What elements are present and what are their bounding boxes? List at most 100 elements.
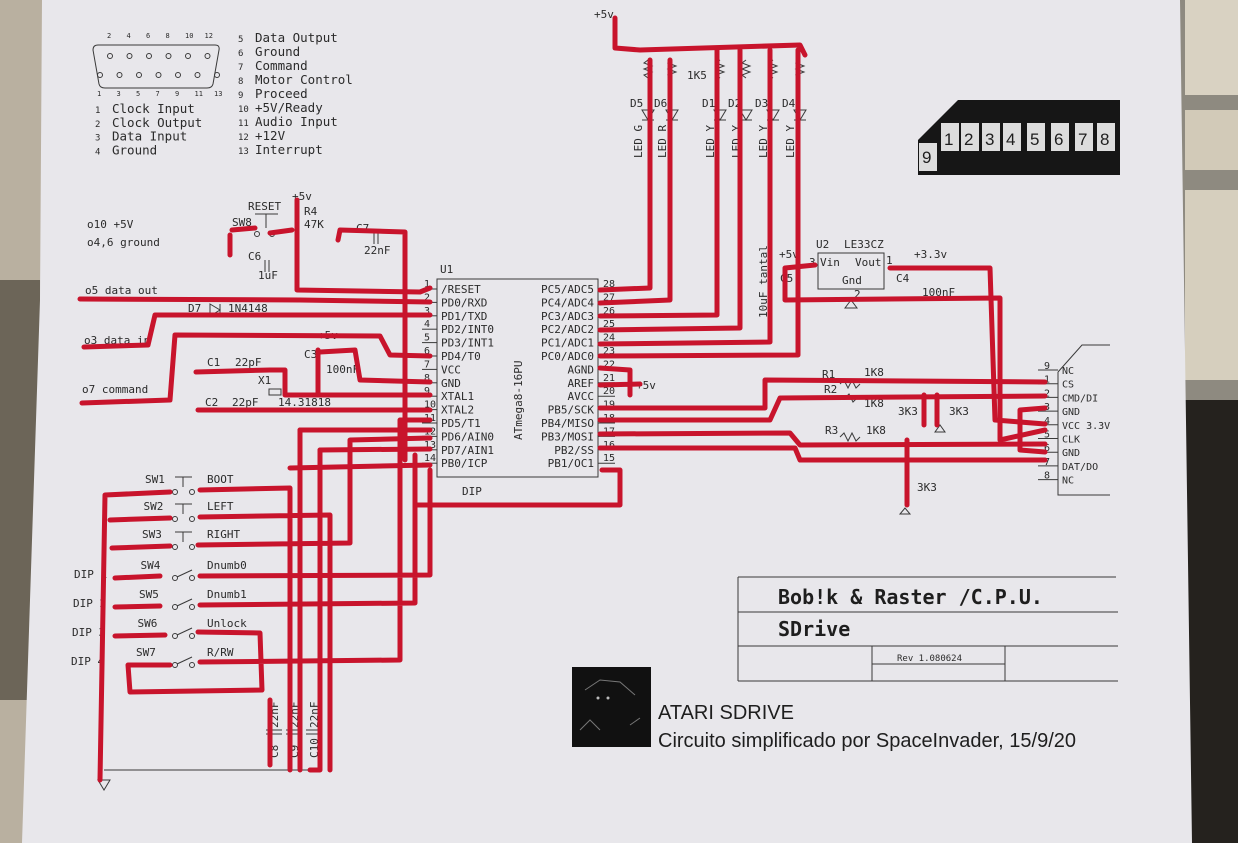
led-label: LED Y	[757, 125, 770, 158]
switch-ref: SW1	[145, 473, 165, 486]
atari-port-pin	[941, 123, 959, 151]
notes: o10 +5V o4,6 ground o5 data out o3 data …	[82, 218, 160, 396]
switch-contact	[189, 575, 195, 581]
switch-label: Dnumb0	[207, 559, 247, 572]
u1-pin-label: PC3/ADC3	[541, 310, 594, 323]
led-resistor	[642, 59, 654, 79]
dip-label: DIP 4	[71, 655, 104, 668]
atari-port-pin-number: 2	[964, 130, 973, 149]
pulldown-value: 3K3	[917, 481, 937, 494]
footer-title: ATARI SDRIVE	[658, 702, 794, 724]
switch-contact	[189, 633, 195, 639]
u1-pin-label: PB3/MOSI	[541, 430, 594, 443]
dip-switch-icon	[176, 627, 193, 636]
u1-pin-number: 7	[424, 359, 430, 370]
u1-pin-number: 25	[603, 319, 615, 330]
sd-pin-number: 9	[1044, 361, 1050, 372]
u1-pin-label: PD5/T1	[441, 417, 481, 430]
space-invader-logo	[572, 667, 651, 747]
legend-bottom-pin-number: 5	[136, 90, 140, 98]
legend-pin-number: 12	[238, 133, 249, 143]
u1-pin-label: PB5/SCK	[548, 404, 595, 417]
sd-pin-label: CMD/DI	[1062, 393, 1098, 404]
c7-value: 22nF	[364, 244, 391, 257]
led-vcc: +5v	[594, 8, 614, 21]
title-block: Bob!k & Raster /C.P.U. SDrive Rev 1.0806…	[737, 576, 1118, 682]
u2-ref: U2	[816, 238, 829, 251]
u1-pin-label: AREF	[568, 377, 595, 390]
led-ref: D5	[630, 97, 643, 110]
sd-pin-number: 6	[1044, 443, 1050, 454]
connector-outline	[92, 44, 220, 89]
legend-pin-label: +12V	[255, 128, 286, 143]
u1-package: DIP	[462, 485, 482, 498]
legend-pin-label: Data Input	[112, 129, 187, 144]
u1-pin-label: PC1/ADC1	[541, 337, 594, 350]
u1-pin-label: XTAL1	[441, 390, 474, 403]
r3-label: R3	[825, 424, 838, 437]
u1-pin-label: PB2/SS	[554, 444, 594, 457]
u1-pin-label: PC2/ADC2	[541, 323, 594, 336]
atari-port-pin	[1051, 123, 1069, 151]
switch-contact	[172, 575, 178, 581]
switch-contact	[189, 544, 195, 550]
atari-port-pin	[919, 143, 937, 171]
sd-pin-label: VCC 3.3V	[1062, 421, 1110, 432]
legend-pin-number: 4	[95, 147, 100, 157]
atari-port-pin-number: 1	[944, 130, 953, 149]
switch-label: R/RW	[207, 646, 234, 659]
pushbutton-icon	[175, 476, 192, 487]
legend-bottom-pin-number: 1	[97, 90, 101, 98]
legend-pin-hole	[175, 72, 181, 78]
legend-bottom-pin-number: 11	[195, 90, 203, 98]
switch-contact	[172, 633, 178, 639]
u1-pin-number: 1	[424, 279, 430, 290]
keyboard-key	[1185, 190, 1238, 380]
r4-label: R4	[304, 205, 318, 218]
legend-pin-number: 5	[238, 35, 243, 45]
r1-value: 1K8	[864, 366, 884, 379]
sd-pin-label: CLK	[1062, 435, 1080, 446]
u2-vout: Vout	[855, 256, 882, 269]
u1-pin-label: PC0/ADC0	[541, 350, 594, 363]
u2-vout-supply: +3.3v	[914, 248, 947, 261]
sd-pin-number: 8	[1044, 471, 1050, 482]
dip-label: DIP 1	[74, 568, 107, 581]
legend-bottom-pin-number: 13	[214, 90, 222, 98]
u1-pin-number: 3	[424, 306, 430, 317]
u1-pin-label: PC5/ADC5	[541, 283, 594, 296]
switch-ref: SW2	[144, 500, 164, 513]
r2-value: 1K8	[864, 397, 884, 410]
dip-label: DIP 3	[72, 626, 105, 639]
legend-pin-number: 3	[95, 134, 100, 144]
legend-pin-hole	[155, 72, 162, 78]
u1-ref: U1	[440, 263, 453, 276]
atari-port-pin	[1097, 123, 1115, 151]
u1-pin-number: 5	[424, 333, 430, 344]
u1-pin-label: PD6/AIN0	[441, 430, 494, 443]
sd-pin-label: DAT/DO	[1062, 462, 1098, 473]
atari-port-pin	[961, 123, 979, 151]
u2-gnd: Gnd	[842, 274, 862, 287]
led-label: LED R	[656, 125, 669, 158]
legend-pin-label: Motor Control	[255, 72, 353, 87]
crystal-circuit: C1 22pF C2 22pF X1 14.31818 C3 100nF +5v	[205, 329, 359, 409]
switch-contact	[172, 516, 178, 522]
atari-port-pin	[1003, 123, 1021, 151]
legend-pin-hole	[214, 72, 220, 78]
sd-pin-number: 4	[1044, 416, 1050, 427]
u1-pin-number: 26	[603, 306, 615, 317]
c2-label: C2	[205, 396, 218, 409]
c3-value: 100nF	[326, 363, 359, 376]
legend-bottom-pin-number: 7	[156, 90, 160, 98]
legend-pin-hole	[194, 72, 201, 78]
legend-top-pin-number: 2	[107, 32, 111, 40]
atari-port-pin-number: 5	[1030, 130, 1039, 149]
sd-pin-number: 5	[1044, 430, 1050, 441]
legend-pin-hole	[136, 72, 142, 78]
reset-circuit: SW8 RESET +5v R4 47K C6 1uF C7 22nF D7 1…	[188, 190, 391, 317]
u1-pin-number: 4	[424, 319, 430, 330]
legend-bottom-pin-number: 9	[175, 90, 179, 98]
u2-part: LE33CZ	[844, 238, 884, 251]
